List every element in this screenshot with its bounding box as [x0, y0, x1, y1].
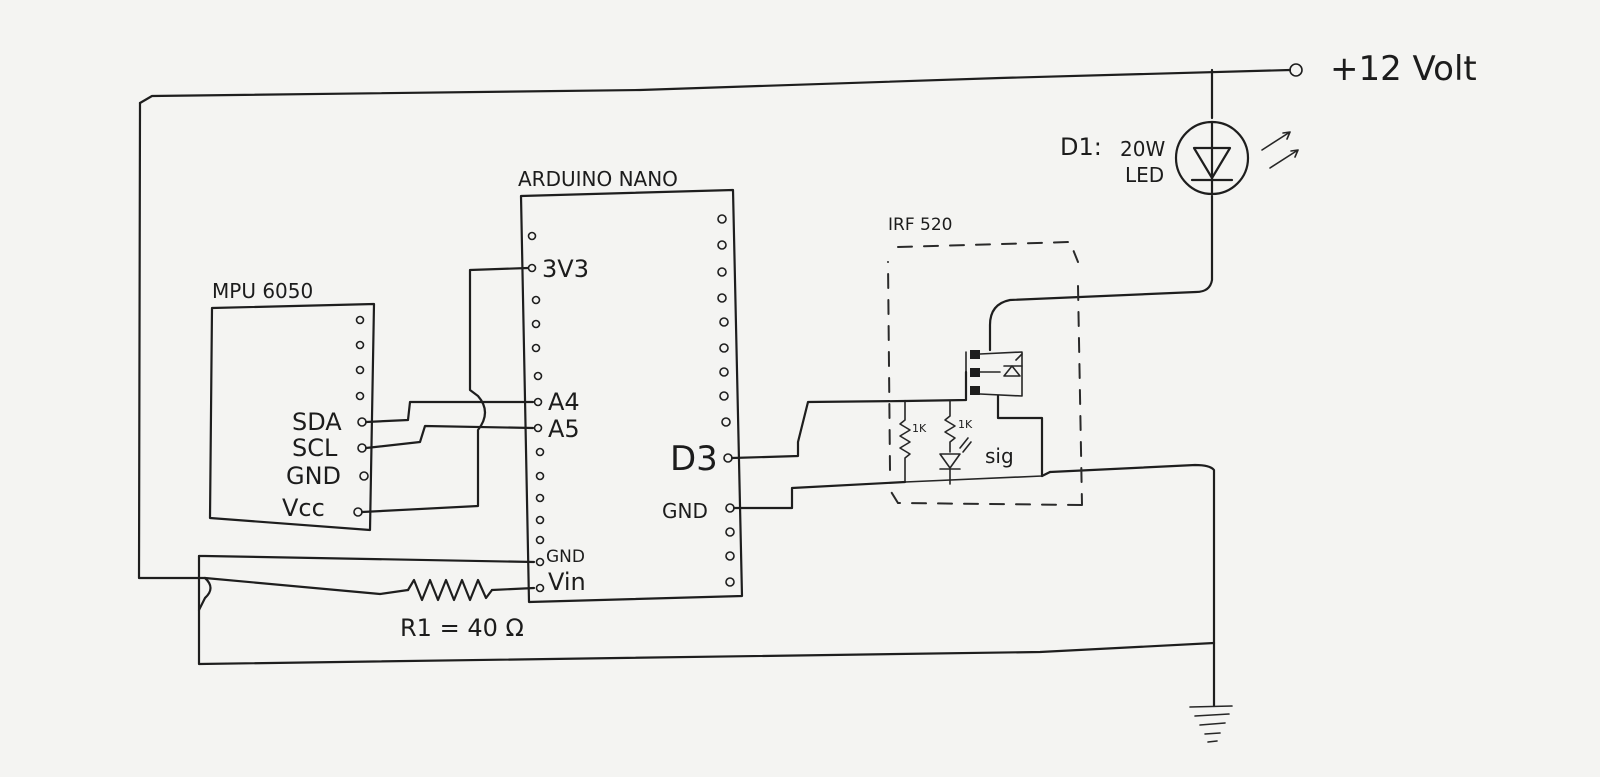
mosfet-symbol [965, 350, 1023, 397]
pin-vin-label: Vin [548, 568, 586, 596]
sensor-board [208, 302, 376, 532]
supply-voltage-label: +12 Volt [1330, 49, 1477, 89]
arduino-board [519, 188, 744, 604]
gate-wire [903, 370, 968, 403]
source-wire [996, 394, 1044, 478]
arduino-left-pins [527, 231, 545, 593]
led-designator-label: D1: [1060, 133, 1102, 161]
led-d1 [1174, 120, 1299, 196]
led-type-label: LED [1125, 163, 1164, 187]
signal-wires [197, 266, 907, 612]
resistor-1k-b [939, 400, 972, 485]
pin-gnd-sensor-label: GND [286, 462, 341, 490]
supply-terminal [1289, 63, 1303, 77]
pin-gnd-left-label: GND [546, 547, 585, 567]
pin-gnd-right-label: GND [662, 499, 708, 523]
pin-d3-label: D3 [670, 439, 718, 479]
resistor-1k-b-label: 1K [958, 418, 973, 431]
mosfet-module-outline [887, 240, 1083, 506]
resistor-1k-a [899, 400, 911, 483]
sensor-pins [353, 315, 369, 517]
pin-scl-label: SCL [292, 434, 338, 462]
pin-sda-label: SDA [292, 408, 342, 436]
arduino-label: ARDUINO NANO [518, 167, 678, 191]
sensor-label: MPU 6050 [212, 279, 313, 303]
led-power-label: 20W [1120, 137, 1165, 161]
resistor-r1-label: R1 = 40 Ω [400, 614, 524, 642]
signal-label: sig [985, 444, 1014, 468]
resistor-1k-a-label: 1K [912, 422, 927, 435]
mosfet-module-label: IRF 520 [888, 215, 952, 235]
pin-3v3-label: 3V3 [542, 255, 589, 283]
pin-a4-label: A4 [548, 388, 580, 416]
pin-a5-label: A5 [548, 415, 580, 443]
pin-vcc-label: Vcc [282, 494, 325, 522]
